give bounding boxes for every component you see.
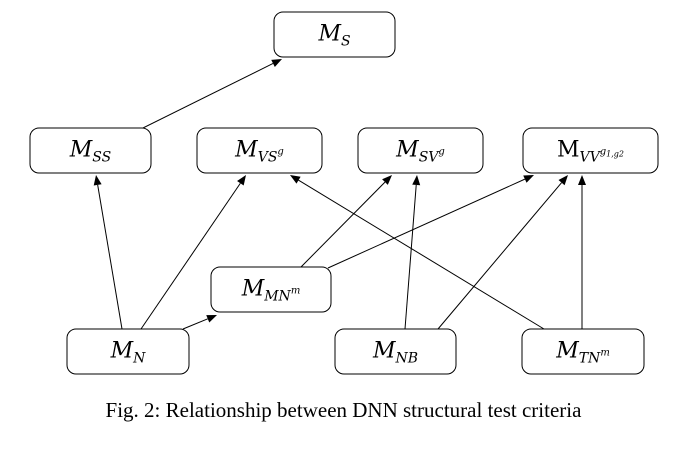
edge-MNB-to-MSVg <box>404 175 421 330</box>
label-subscript: SS <box>92 150 111 166</box>
label-superscript: g <box>438 147 444 158</box>
label-base: M <box>557 138 580 163</box>
node-box <box>273 11 396 58</box>
node-label: MTNm <box>555 339 610 367</box>
node-MSVg: MSVg <box>357 127 484 174</box>
edge-MN-to-MVSg <box>140 175 246 330</box>
edge-line <box>327 178 526 269</box>
edge-line <box>182 318 208 330</box>
label-subscript: S <box>341 34 351 50</box>
edge-line <box>300 181 386 268</box>
label-base: M <box>317 22 341 47</box>
label-subscript: VV <box>580 150 602 166</box>
label-superscript-subscript: 1,g2 <box>606 150 624 159</box>
label-base: M <box>110 339 134 364</box>
label-superscript: g <box>600 147 606 158</box>
node-MTNm: MTNm <box>521 328 645 375</box>
node-label: MSVg <box>395 138 445 166</box>
node-label: MVVg1,g2 <box>557 138 624 166</box>
arrowhead-icon <box>382 175 392 185</box>
edge-MN-to-MMNm <box>182 315 217 330</box>
node-MVSg: MVSg <box>196 127 323 174</box>
arrowhead-icon <box>412 175 421 186</box>
node-label: MNB <box>372 339 418 367</box>
arrowhead-icon <box>558 175 568 186</box>
label-superscript: m <box>291 286 300 297</box>
label-subscript: N <box>132 351 146 367</box>
arrowhead-icon <box>93 175 102 186</box>
node-MNB: MNB <box>334 328 457 375</box>
node-MSS: MSS <box>29 127 152 174</box>
node-MN: MN <box>66 328 190 375</box>
node-label: MN <box>110 339 147 367</box>
edge-line <box>404 184 417 330</box>
label-base: M <box>234 138 258 163</box>
label-base: M <box>69 138 93 163</box>
label-superscript: g <box>277 147 283 158</box>
node-box <box>29 127 152 174</box>
node-box <box>521 328 645 375</box>
edge-line <box>437 182 562 330</box>
node-MMNm: MMNm <box>210 266 332 313</box>
edge-MSS-to-MS <box>142 59 282 129</box>
label-subscript: MN <box>263 289 291 305</box>
edge-line <box>97 184 123 330</box>
node-box <box>210 266 332 313</box>
edge-line <box>298 179 545 330</box>
edge-line <box>142 62 274 129</box>
arrowhead-icon <box>206 315 217 323</box>
label-base: M <box>372 339 396 364</box>
node-MVVg1g2: MVVg1,g2 <box>522 127 659 174</box>
node-box <box>522 127 659 174</box>
label-base: M <box>555 339 579 364</box>
edge-MN-to-MSS <box>93 175 123 330</box>
node-label: MSS <box>69 138 111 166</box>
node-label: MS <box>317 22 350 50</box>
edge-MMNm-to-MVVg1g2 <box>327 175 534 269</box>
label-base: M <box>395 138 419 163</box>
node-label: MMNm <box>241 277 301 305</box>
edge-MMNm-to-MSVg <box>300 175 392 268</box>
arrowhead-icon <box>578 175 586 185</box>
edge-MNB-to-MVVg1g2 <box>437 175 568 330</box>
edges-layer <box>93 59 586 330</box>
figure-caption: Fig. 2: Relationship between DNN structu… <box>105 398 582 422</box>
label-subscript: TN <box>579 351 601 367</box>
arrowhead-icon <box>290 175 301 184</box>
label-subscript: SV <box>419 150 441 166</box>
arrowhead-icon <box>523 175 534 183</box>
edge-line <box>140 182 241 330</box>
arrowhead-icon <box>271 59 282 68</box>
node-box <box>196 127 323 174</box>
label-subscript: VS <box>258 150 278 166</box>
node-box <box>357 127 484 174</box>
node-MS: MS <box>273 11 396 58</box>
node-box <box>66 328 190 375</box>
label-base: M <box>241 277 265 302</box>
label-subscript: NB <box>394 351 418 367</box>
edge-MTNm-to-MVVg1g2 <box>578 175 586 329</box>
label-superscript: m <box>600 348 609 359</box>
arrowhead-icon <box>237 175 246 186</box>
node-box <box>334 328 457 375</box>
node-label: MVSg <box>234 138 284 166</box>
edge-MTNm-to-MVSg <box>290 175 545 330</box>
